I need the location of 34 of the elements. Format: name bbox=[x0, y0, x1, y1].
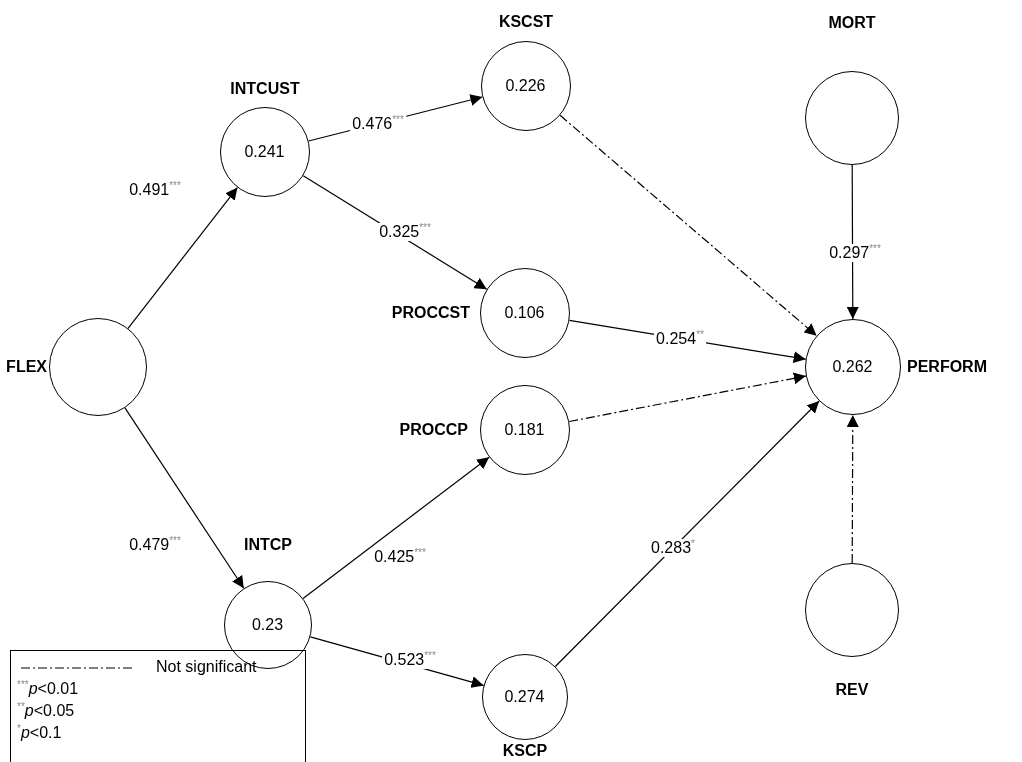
construct-name: MORT bbox=[827, 13, 877, 33]
arrow bbox=[127, 186, 238, 329]
r-squared-value: 0.274 bbox=[503, 687, 546, 707]
r-squared-value: 0.23 bbox=[250, 615, 285, 635]
arrow bbox=[124, 407, 245, 589]
r-squared-value: 0.181 bbox=[503, 420, 546, 440]
construct-name: PROCCST bbox=[390, 303, 470, 323]
arrow bbox=[554, 400, 820, 668]
construct-name: REV bbox=[834, 680, 870, 700]
construct-name: PERFORM bbox=[907, 357, 988, 377]
legend-text: Not significant bbox=[156, 657, 257, 677]
significance-note: $^{*}$p<0.1 bbox=[17, 723, 62, 743]
significance-note: $^{***}$p<0.01 bbox=[17, 679, 79, 699]
path-coefficient: 0.523$^{***}$ bbox=[382, 651, 438, 669]
arrow bbox=[568, 372, 807, 423]
r-squared-value: 0.262 bbox=[831, 357, 874, 377]
construct-name: INTCUST bbox=[229, 79, 301, 99]
r-squared-value: 0.241 bbox=[243, 142, 286, 162]
arrow bbox=[846, 164, 859, 320]
construct-name: PROCCP bbox=[398, 420, 468, 440]
construct-name: FLEX bbox=[5, 357, 47, 377]
r-squared-value: 0.226 bbox=[504, 76, 547, 96]
path-coefficient: 0.283$^{*}$ bbox=[649, 539, 697, 557]
path-coefficient: 0.297$^{***}$ bbox=[827, 244, 883, 262]
path-coefficient: 0.325$^{***}$ bbox=[377, 223, 433, 241]
r-squared-value: 0.106 bbox=[503, 303, 546, 323]
construct-name: INTCP bbox=[243, 535, 293, 555]
arrow bbox=[559, 114, 818, 337]
path-coefficient: 0.476$^{***}$ bbox=[350, 115, 406, 133]
construct-name: KSCST bbox=[497, 12, 555, 32]
significance-note: $^{**}$p<0.05 bbox=[17, 701, 75, 721]
arrow bbox=[302, 456, 490, 599]
construct-name: KSCP bbox=[501, 741, 549, 761]
arrow bbox=[846, 414, 859, 564]
